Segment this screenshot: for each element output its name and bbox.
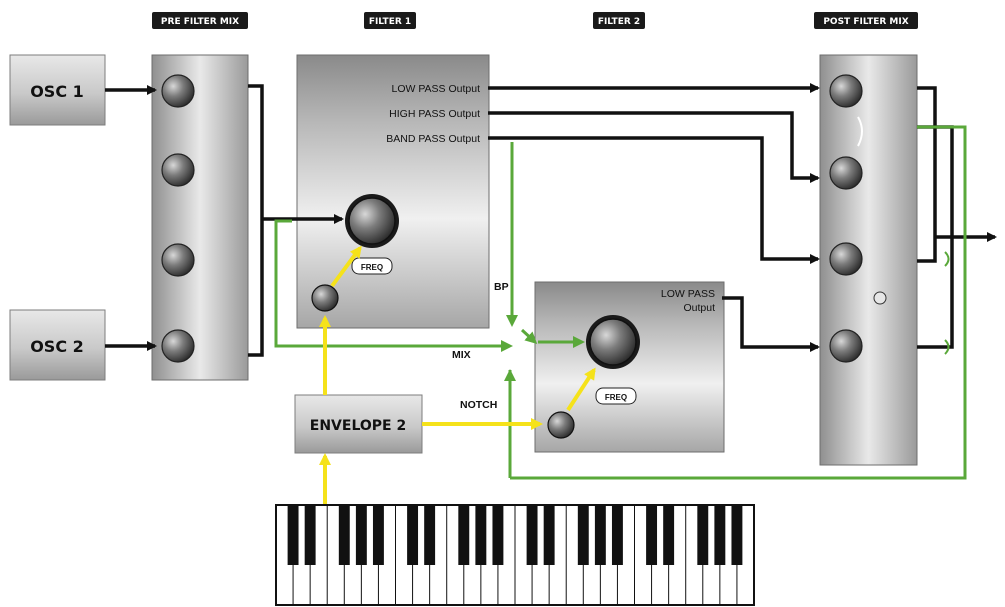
black-key [544, 505, 555, 565]
black-key [424, 505, 435, 565]
keyboard-icon [276, 505, 754, 605]
svg-text:OSC 2: OSC 2 [30, 337, 84, 356]
svg-text:FREQ: FREQ [605, 393, 627, 402]
pre-mix-knob-3[interactable] [162, 244, 194, 276]
black-key [595, 505, 606, 565]
post-mix-knob-2[interactable] [830, 157, 862, 189]
black-key [288, 505, 299, 565]
routing-mix-label: MIX [452, 349, 471, 361]
svg-text:FREQ: FREQ [361, 263, 383, 272]
filter1-freq-label: FREQ [352, 258, 392, 274]
filter2-output-label-2: Output [683, 302, 715, 314]
svg-text:PRE FILTER MIX: PRE FILTER MIX [161, 17, 239, 27]
header-post-filter-mix: POST FILTER MIX [814, 12, 918, 29]
black-key [458, 505, 469, 565]
routing-bp-label: BP [494, 281, 509, 293]
svg-text:ENVELOPE 2: ENVELOPE 2 [310, 418, 406, 434]
header-pre-filter-mix: PRE FILTER MIX [152, 12, 248, 29]
filter1-bandpass-output-label: BAND PASS Output [386, 133, 480, 145]
black-key [663, 505, 674, 565]
routing-notch-label: NOTCH [460, 399, 497, 411]
post-mix-invert-button[interactable] [874, 292, 886, 304]
post-mix-knob-3[interactable] [830, 243, 862, 275]
header-filter2: FILTER 2 [593, 12, 645, 29]
black-key [339, 505, 350, 565]
black-key [578, 505, 589, 565]
osc1-box: OSC 1 [10, 55, 105, 125]
header-filter1: FILTER 1 [364, 12, 416, 29]
black-key [697, 505, 708, 565]
envelope2-box: ENVELOPE 2 [295, 395, 422, 453]
osc2-box: OSC 2 [10, 310, 105, 380]
black-key [646, 505, 657, 565]
black-key [527, 505, 538, 565]
pre-filter-mix-panel [152, 55, 248, 380]
black-key [407, 505, 418, 565]
black-key [731, 505, 742, 565]
black-key [612, 505, 623, 565]
black-key [373, 505, 384, 565]
svg-text:OSC 1: OSC 1 [30, 82, 84, 101]
pre-mix-knob-4[interactable] [162, 330, 194, 362]
black-key [305, 505, 316, 565]
pre-mix-knob-1[interactable] [162, 75, 194, 107]
post-mix-knob-4[interactable] [830, 330, 862, 362]
post-mix-knob-1[interactable] [830, 75, 862, 107]
green-post-taps [945, 252, 949, 354]
black-key [492, 505, 503, 565]
svg-text:FILTER 2: FILTER 2 [598, 17, 640, 27]
filter1-env-amount-knob[interactable] [312, 285, 338, 311]
black-key [475, 505, 486, 565]
filter1-highpass-output-label: HIGH PASS Output [389, 108, 480, 120]
filter1-freq-knob[interactable] [345, 194, 399, 248]
filter1-lowpass-output-label: LOW PASS Output [391, 83, 480, 95]
black-key [356, 505, 367, 565]
pre-mix-knob-2[interactable] [162, 154, 194, 186]
filter2-output-label-1: LOW PASS [661, 288, 715, 300]
svg-text:POST FILTER MIX: POST FILTER MIX [823, 17, 908, 27]
svg-text:FILTER 1: FILTER 1 [369, 17, 411, 27]
filter2-env-amount-knob[interactable] [548, 412, 574, 438]
filter2-freq-label: FREQ [596, 388, 636, 404]
filter2-freq-knob[interactable] [586, 315, 640, 369]
black-key [714, 505, 725, 565]
